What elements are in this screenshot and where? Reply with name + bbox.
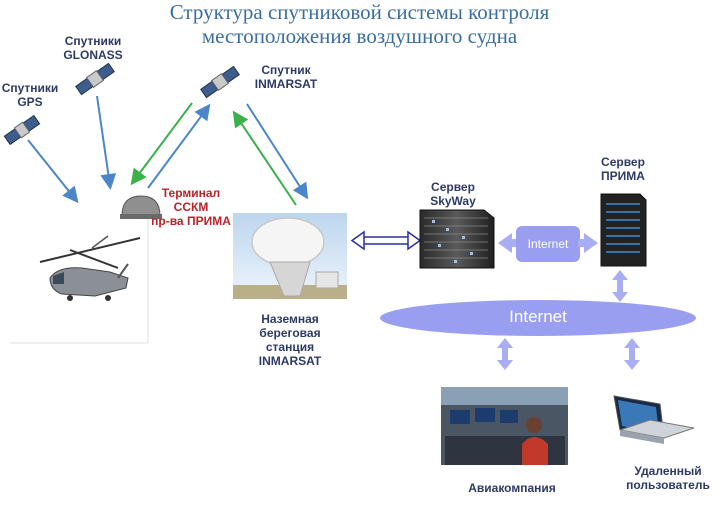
airline-arrow: [497, 338, 513, 370]
ground-station-label-line-2: береговая: [259, 326, 321, 340]
gps-label-line-2: GPS: [17, 95, 43, 109]
terminal-green-arrow: [130, 102, 193, 186]
terminal-label-line-3: пр-ва ПРИМА: [151, 214, 231, 228]
dish-antenna-icon: [233, 213, 347, 299]
internet-main-label: Internet: [509, 307, 567, 326]
glonass-label-line-2: GLONASS: [63, 48, 123, 62]
prima-server-label-line-2: ПРИМА: [601, 169, 645, 183]
internet-small-link: [498, 226, 598, 262]
prima-server-label-line-1: Сервер: [601, 155, 645, 169]
internet-cloud: [380, 300, 696, 336]
satellite-icon: [3, 114, 41, 146]
ground-station-label-line-4: INMARSAT: [258, 354, 322, 368]
ground-station-label-line-3: станция: [265, 340, 315, 354]
ground-skyway-double-arrow: [350, 230, 422, 251]
ground-station-label-line-1: Наземная: [261, 312, 319, 326]
title-line-1: Структура спутниковой системы контроля: [169, 0, 550, 24]
inmarsat-satellite-label-line-2: INMARSAT: [254, 77, 318, 91]
tower-server-icon: [600, 193, 647, 267]
glonass-label-line-1: Спутники: [64, 34, 122, 48]
internet-small-label: Internet: [527, 237, 569, 251]
ground-station-label: Наземная береговая станция INMARSAT: [252, 312, 328, 368]
gps-label: Спутники GPS: [0, 81, 60, 109]
remote-user-label: Удаленный пользователь: [618, 464, 718, 492]
skyway-server-label-line-1: Сервер: [431, 180, 475, 194]
control-room-icon: [441, 387, 568, 465]
gps-arrow: [27, 139, 79, 204]
remote-user-arrow: [624, 338, 640, 370]
title-line-2: местоположения воздушного судна: [201, 24, 518, 48]
prima-internet-arrow: [612, 270, 628, 302]
airline-label: Авиакомпания: [468, 481, 556, 495]
remote-user-label-line-1: Удаленный: [634, 464, 702, 478]
gps-label-line-1: Спутники: [1, 81, 59, 95]
inmarsat-up-arrow: [232, 110, 297, 206]
inmarsat-satellite-label-line-1: Спутник: [261, 63, 311, 77]
terminal-blue-arrow: [147, 103, 211, 189]
server-rack-icon: [419, 209, 495, 269]
antenna-dome-icon: [120, 195, 162, 219]
terminal-label-line-2: ССКМ: [173, 200, 209, 214]
terminal-label-line-1: Терминал: [161, 186, 221, 200]
helicopter-icon: [10, 215, 149, 344]
inmarsat-satellite-label: Спутник INMARSAT: [244, 63, 328, 91]
glonass-label: Спутники GLONASS: [58, 34, 128, 62]
skyway-server-label-line-2: SkyWay: [430, 194, 476, 208]
skyway-server-label: Сервер SkyWay: [418, 180, 488, 208]
glonass-arrow: [96, 95, 117, 190]
satellite-icon: [75, 62, 115, 96]
satellite-icon: [200, 65, 240, 99]
inmarsat-down-arrow: [246, 103, 309, 200]
laptop-icon: [613, 395, 695, 444]
prima-server-label: Сервер ПРИМА: [590, 155, 656, 183]
remote-user-label-line-2: пользователь: [626, 478, 710, 492]
terminal-label: Терминал ССКМ пр-ва ПРИМА: [148, 186, 234, 228]
